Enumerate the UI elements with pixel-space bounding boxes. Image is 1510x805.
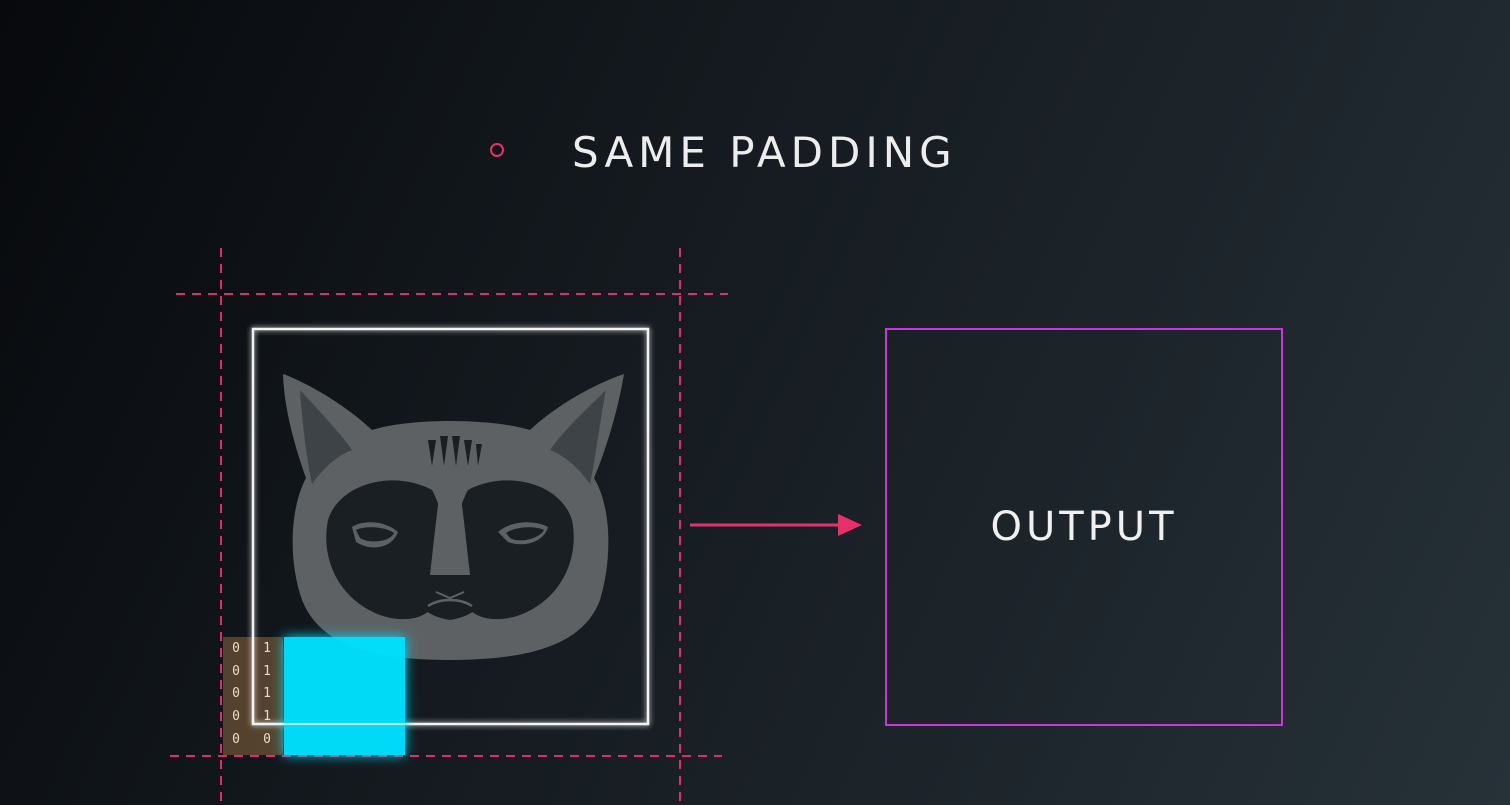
output-label: OUTPUT (990, 504, 1178, 550)
bullet-circle-icon (490, 143, 504, 157)
pad-cell-3-0: 0 (232, 709, 240, 724)
pad-cell-0-0: 0 (232, 641, 240, 656)
pad-cell-2-1: 1 (263, 686, 271, 701)
filter-window (284, 637, 405, 755)
input-image-box (251, 327, 650, 726)
padding-guides (170, 248, 728, 805)
pad-cell-0-1: 1 (263, 641, 271, 656)
right-arrow-icon (690, 514, 862, 536)
pad-cell-3-1: 1 (263, 709, 271, 724)
pad-cell-4-0: 0 (232, 732, 240, 747)
pad-cell-4-1: 0 (263, 732, 271, 747)
grumpy-cat-face-icon (283, 374, 624, 660)
pad-cell-1-1: 1 (263, 664, 271, 679)
pad-cell-2-0: 0 (232, 686, 240, 701)
pad-cell-1-0: 0 (232, 664, 240, 679)
slide-title: SAME PADDING (572, 128, 957, 177)
output-box: OUTPUT (885, 328, 1283, 726)
